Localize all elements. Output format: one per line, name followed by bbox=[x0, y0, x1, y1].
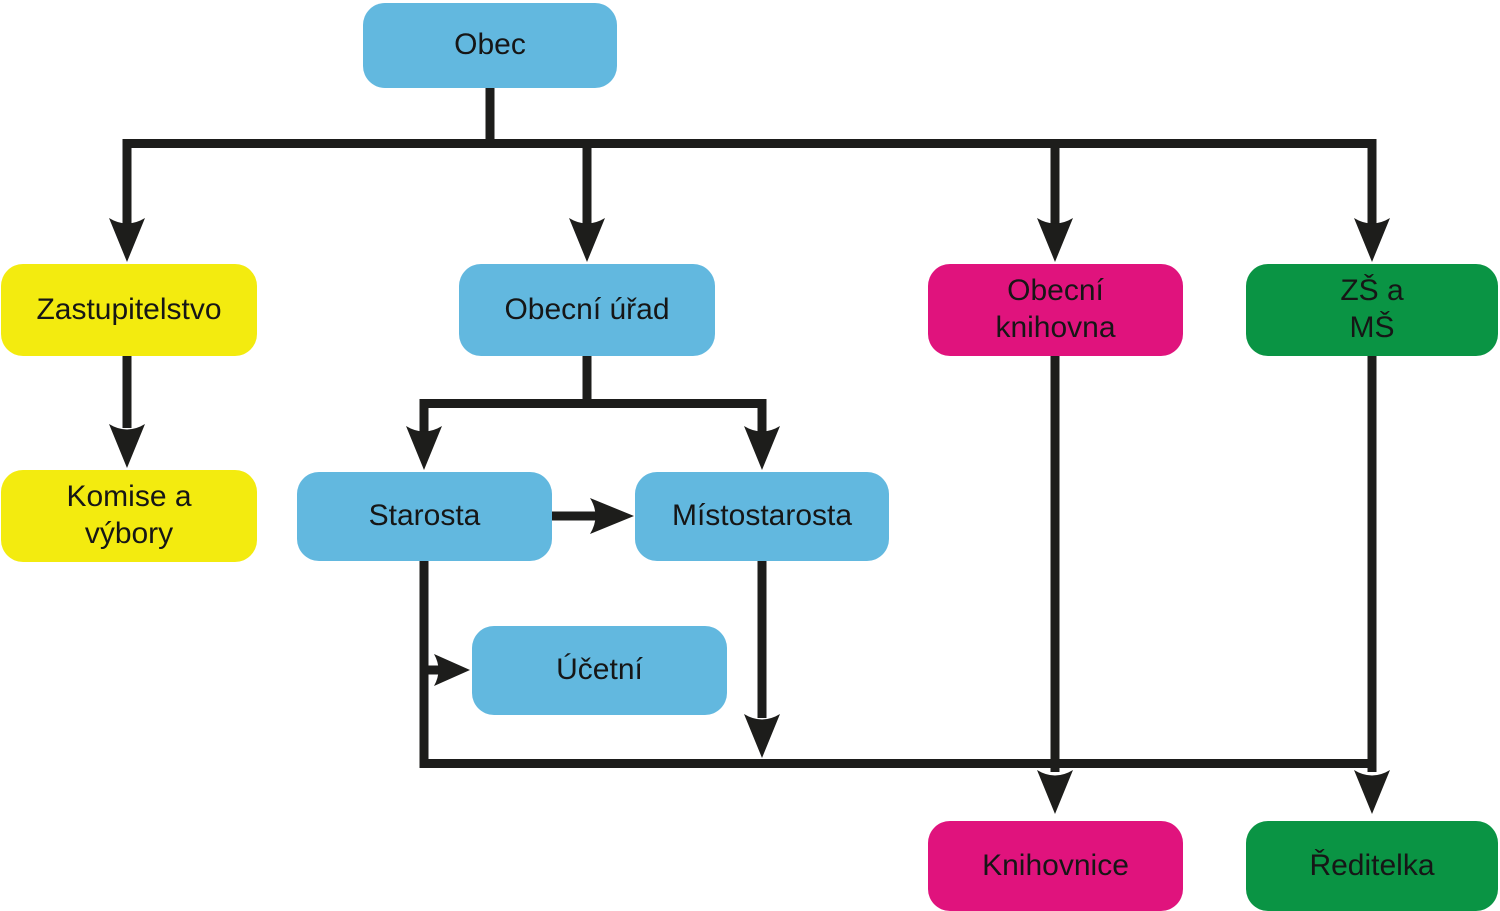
node-obec: Obec bbox=[363, 3, 617, 88]
node-obecni-knihovna: Obecní knihovna bbox=[928, 264, 1183, 356]
arrowhead-to-zastupitelstvo bbox=[109, 218, 145, 262]
arrowhead-to-mistostarosta bbox=[744, 426, 780, 470]
node-mistostarosta-label: Místostarosta bbox=[671, 499, 853, 533]
node-komise-vybory-label: Komise a výbory bbox=[66, 480, 192, 550]
edge-urad-rail bbox=[419, 399, 767, 432]
node-knihovnice-label: Knihovnice bbox=[982, 848, 1129, 882]
node-knihovnice: Knihovnice bbox=[928, 821, 1183, 911]
arrowhead-mistostarosta-to-rail bbox=[744, 714, 780, 758]
node-reditelka-label: Ředitelka bbox=[1309, 848, 1435, 882]
node-zs-ms-label: ZŠ a MŠ bbox=[1340, 274, 1404, 344]
node-starosta-label: Starosta bbox=[368, 499, 481, 533]
node-obecni-knihovna-label: Obecní knihovna bbox=[995, 274, 1116, 344]
arrowhead-starosta-to-mistostarosta bbox=[590, 498, 634, 534]
arrowhead-to-ucetni bbox=[434, 654, 470, 686]
node-obec-label: Obec bbox=[454, 28, 526, 62]
node-obecni-urad: Obecní úřad bbox=[459, 264, 715, 356]
arrowhead-to-obecni-knihovna bbox=[1037, 218, 1073, 262]
node-ucetni-label: Účetní bbox=[556, 653, 643, 687]
arrowhead-to-komise-vybory bbox=[109, 424, 145, 468]
arrowhead-to-obecni-urad bbox=[569, 218, 605, 262]
node-reditelka: Ředitelka bbox=[1246, 821, 1498, 911]
arrowhead-to-zs-ms bbox=[1354, 218, 1390, 262]
arrowhead-to-reditelka bbox=[1354, 770, 1390, 814]
node-komise-vybory: Komise a výbory bbox=[1, 470, 257, 562]
node-obecni-urad-label: Obecní úřad bbox=[504, 292, 670, 326]
node-zastupitelstvo-label: Zastupitelstvo bbox=[36, 292, 222, 326]
node-mistostarosta: Místostarosta bbox=[635, 472, 889, 561]
node-ucetni: Účetní bbox=[472, 626, 727, 715]
node-zs-ms: ZŠ a MŠ bbox=[1246, 264, 1498, 356]
arrowhead-to-knihovnice bbox=[1037, 770, 1073, 814]
edge-top-rail bbox=[122, 139, 1377, 226]
arrowhead-to-starosta bbox=[406, 426, 442, 470]
node-zastupitelstvo: Zastupitelstvo bbox=[1, 264, 257, 356]
node-starosta: Starosta bbox=[297, 472, 552, 561]
